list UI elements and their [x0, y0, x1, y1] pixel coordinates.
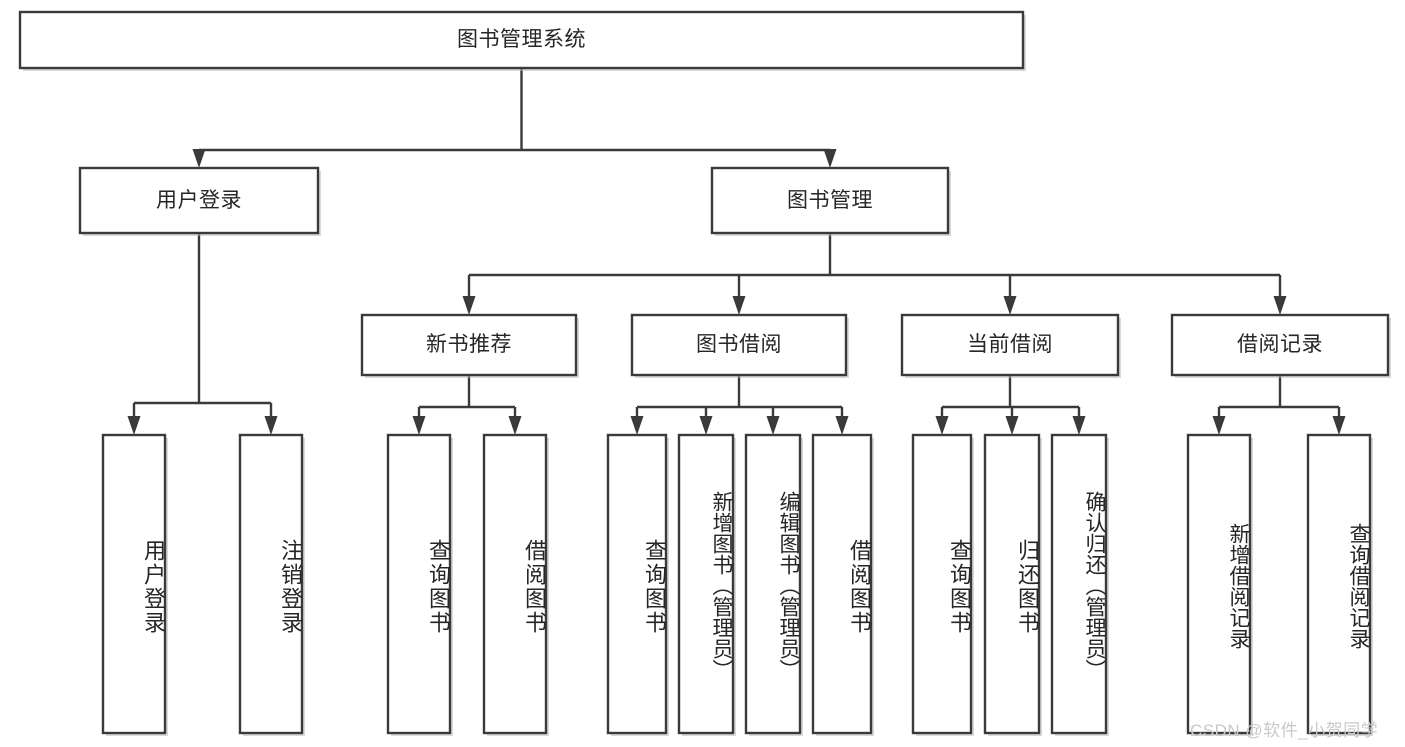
node-box-leaf-add-borrow-record[interactable]: [1186, 433, 1252, 735]
edge-arrow-book-manage-new-book-recommend: [462, 296, 476, 315]
node-box-book-borrow[interactable]: [630, 313, 848, 377]
node-box-leaf-query-book-2[interactable]: [606, 433, 668, 735]
edge-arrow-root-book-manage: [823, 149, 837, 168]
edge-arrow-book-borrow-leaf-edit-book-admin: [766, 416, 780, 435]
node-box-leaf-logout[interactable]: [238, 433, 304, 735]
node-box-leaf-user-login[interactable]: [101, 433, 167, 735]
edge-arrow-book-manage-borrow-record: [1273, 296, 1287, 315]
node-box-user-login[interactable]: [78, 166, 320, 235]
node-box-root[interactable]: [18, 10, 1025, 70]
node-box-leaf-confirm-return-admin[interactable]: [1050, 433, 1108, 735]
node-box-leaf-return-book[interactable]: [983, 433, 1041, 735]
node-box-leaf-query-book-1[interactable]: [386, 433, 452, 735]
node-box-book-manage[interactable]: [710, 166, 950, 235]
node-box-new-book-recommend[interactable]: [360, 313, 578, 377]
edge-arrow-current-borrow-leaf-confirm-return-admin: [1072, 416, 1086, 435]
edge-arrow-current-borrow-leaf-query-book-3: [935, 416, 949, 435]
node-box-leaf-edit-book-admin[interactable]: [744, 433, 802, 735]
edge-arrow-book-borrow-leaf-query-book-2: [630, 416, 644, 435]
edge-arrow-borrow-record-leaf-query-borrow-record: [1332, 416, 1346, 435]
nodes-layer: [18, 10, 1391, 736]
edge-arrow-new-book-recommend-leaf-query-book-1: [412, 416, 426, 435]
node-box-leaf-query-book-3[interactable]: [911, 433, 973, 735]
node-box-borrow-record[interactable]: [1170, 313, 1390, 377]
node-box-current-borrow[interactable]: [900, 313, 1120, 377]
edge-arrow-user-login-leaf-logout: [264, 416, 278, 435]
node-box-leaf-query-borrow-record[interactable]: [1306, 433, 1372, 735]
edge-arrow-new-book-recommend-leaf-borrow-book-1: [508, 416, 522, 435]
edge-arrow-book-manage-current-borrow: [1003, 296, 1017, 315]
edges-layer: [127, 68, 1346, 435]
edge-arrow-current-borrow-leaf-return-book: [1005, 416, 1019, 435]
edge-arrow-book-borrow-leaf-borrow-book-2: [835, 416, 849, 435]
edge-arrow-user-login-leaf-user-login: [127, 416, 141, 435]
watermark-text: CSDN @软件_小贺同学: [1190, 721, 1379, 740]
edge-arrow-book-borrow-leaf-add-book-admin: [699, 416, 713, 435]
node-box-leaf-borrow-book-1[interactable]: [482, 433, 548, 735]
node-box-leaf-add-book-admin[interactable]: [677, 433, 735, 735]
edge-arrow-root-user-login: [192, 149, 206, 168]
node-box-leaf-borrow-book-2[interactable]: [811, 433, 873, 735]
edge-arrow-book-manage-book-borrow: [732, 296, 746, 315]
edge-arrow-borrow-record-leaf-add-borrow-record: [1212, 416, 1226, 435]
